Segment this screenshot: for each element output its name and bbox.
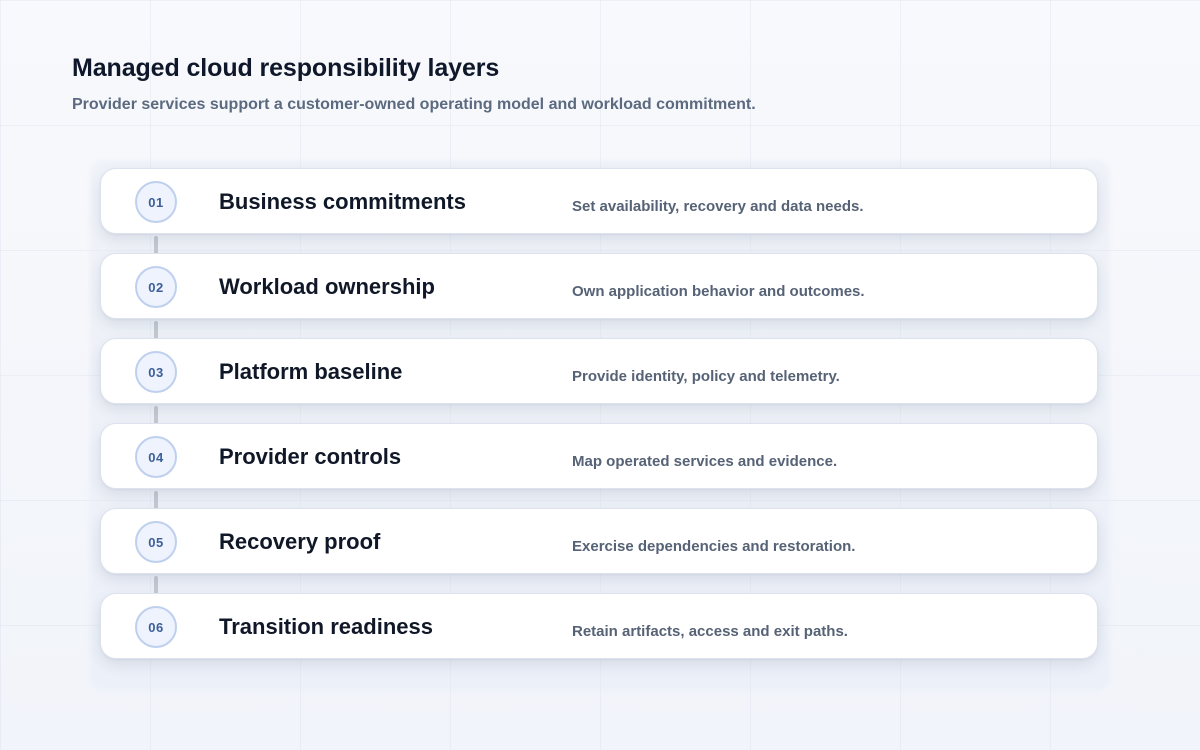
page-title: Managed cloud responsibility layers [72, 54, 500, 82]
layer-card-transition-readiness: 06 Transition readiness Retain artifacts… [100, 593, 1098, 659]
layer-card-recovery-proof: 05 Recovery proof Exercise dependencies … [100, 508, 1098, 574]
step-badge: 04 [135, 436, 177, 478]
layer-card-business-commitments: 01 Business commitments Set availability… [100, 168, 1098, 234]
step-badge: 06 [135, 606, 177, 648]
layer-card-platform-baseline: 03 Platform baseline Provide identity, p… [100, 338, 1098, 404]
layer-title: Recovery proof [219, 529, 381, 554]
layer-title: Platform baseline [219, 359, 403, 384]
step-badge: 03 [135, 351, 177, 393]
layer-connector [154, 491, 158, 509]
layer-description: Own application behavior and outcomes. [572, 283, 865, 300]
layer-connector [154, 236, 158, 254]
layer-title: Business commitments [219, 189, 466, 214]
layer-description: Exercise dependencies and restoration. [572, 538, 856, 555]
page-subtitle: Provider services support a customer-own… [72, 96, 756, 113]
layer-title: Workload ownership [219, 274, 435, 299]
layer-card-provider-controls: 04 Provider controls Map operated servic… [100, 423, 1098, 489]
layer-description: Set availability, recovery and data need… [572, 198, 864, 215]
layer-connector [154, 321, 158, 339]
layer-card-workload-ownership: 02 Workload ownership Own application be… [100, 253, 1098, 319]
layer-connector [154, 406, 158, 424]
step-badge: 02 [135, 266, 177, 308]
layer-description: Provide identity, policy and telemetry. [572, 368, 840, 385]
layer-connector [154, 576, 158, 594]
step-badge: 01 [135, 181, 177, 223]
step-badge: 05 [135, 521, 177, 563]
layer-title: Transition readiness [219, 614, 433, 639]
layer-title: Provider controls [219, 444, 402, 469]
responsibility-layer-stack: 01 Business commitments Set availability… [100, 168, 1100, 662]
layer-description: Retain artifacts, access and exit paths. [572, 623, 848, 640]
layer-description: Map operated services and evidence. [572, 453, 838, 470]
